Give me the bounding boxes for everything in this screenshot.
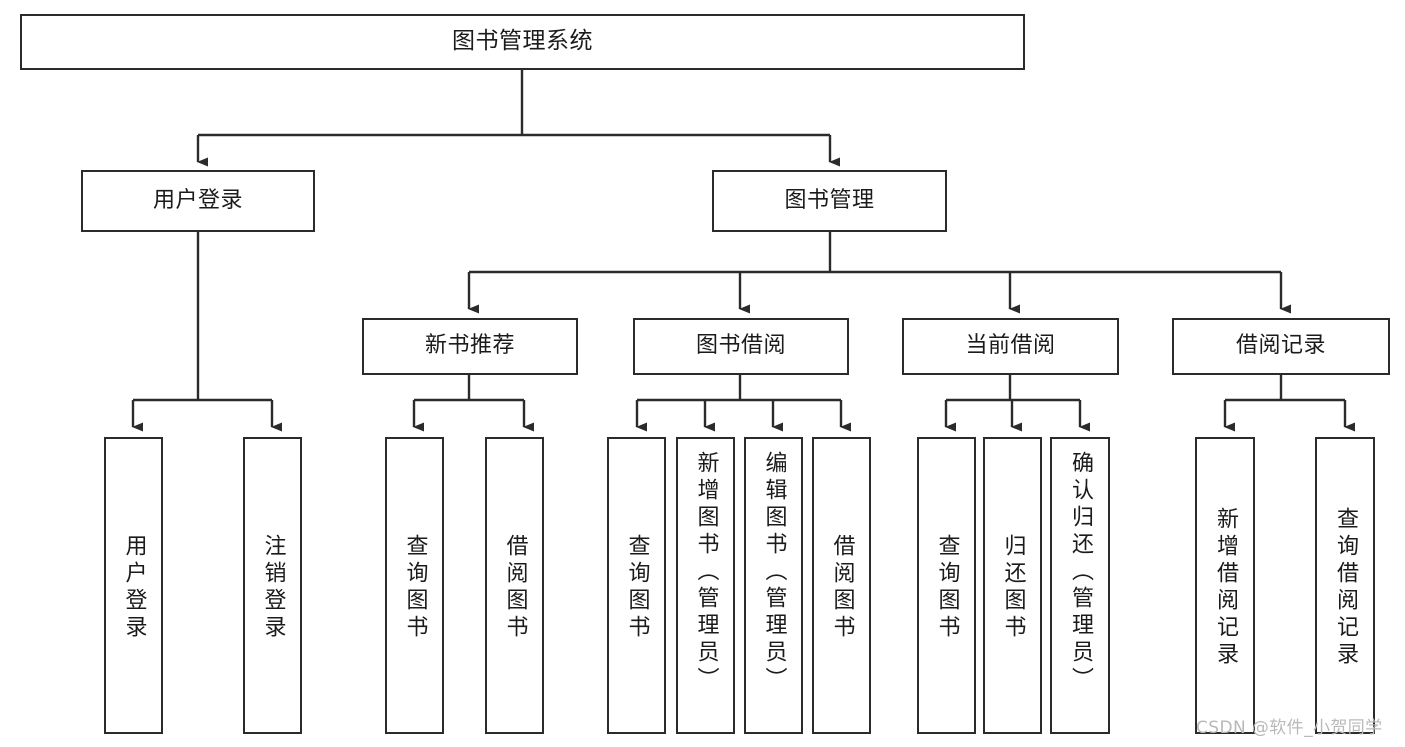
- node-label: 用户登录: [121, 533, 147, 642]
- node-label: 归还图书: [1000, 533, 1026, 642]
- leaf-current-confirm-return-admin[interactable]: 确认归还（管理员）: [1050, 437, 1110, 734]
- node-label: 查询图书: [402, 533, 428, 642]
- node-label: 借阅图书: [502, 533, 528, 642]
- node-book-management[interactable]: 图书管理: [712, 170, 947, 232]
- node-label: 查询图书: [934, 533, 960, 642]
- node-label: 用户登录: [152, 187, 243, 213]
- node-label: 新增图书（管理员）: [693, 451, 719, 694]
- node-label: 当前借阅: [965, 333, 1056, 359]
- node-label: 编辑图书（管理员）: [761, 451, 787, 694]
- leaf-current-query-book[interactable]: 查询图书: [917, 437, 976, 734]
- node-current-borrow[interactable]: 当前借阅: [902, 318, 1119, 375]
- node-label: 图书管理: [784, 187, 875, 213]
- leaf-record-add-borrow-record[interactable]: 新增借阅记录: [1195, 437, 1255, 734]
- leaf-user-login-signout[interactable]: 注销登录: [243, 437, 302, 734]
- leaf-borrow-query-book[interactable]: 查询图书: [607, 437, 666, 734]
- node-label: 借阅记录: [1235, 333, 1326, 359]
- node-user-login[interactable]: 用户登录: [81, 170, 315, 232]
- leaf-borrow-add-book-admin[interactable]: 新增图书（管理员）: [676, 437, 735, 734]
- leaf-user-login-signin[interactable]: 用户登录: [104, 437, 163, 734]
- node-label: 注销登录: [260, 533, 286, 642]
- leaf-borrow-borrow-book[interactable]: 借阅图书: [812, 437, 871, 734]
- node-new-book-recommend[interactable]: 新书推荐: [362, 318, 578, 375]
- node-label: 借阅图书: [829, 533, 855, 642]
- node-label: 图书借阅: [695, 333, 786, 359]
- node-label: 新增借阅记录: [1213, 506, 1238, 669]
- node-borrow-record[interactable]: 借阅记录: [1172, 318, 1390, 375]
- node-label: 图书管理系统: [452, 28, 593, 55]
- leaf-recommend-query-book[interactable]: 查询图书: [385, 437, 444, 734]
- node-label: 确认归还（管理员）: [1068, 451, 1093, 694]
- leaf-current-return-book[interactable]: 归还图书: [983, 437, 1042, 734]
- csdn-watermark: CSDN @软件_小贺同学: [1196, 718, 1383, 738]
- leaf-record-query-borrow-record[interactable]: 查询借阅记录: [1315, 437, 1375, 734]
- node-label: 新书推荐: [424, 333, 515, 359]
- leaf-borrow-edit-book-admin[interactable]: 编辑图书（管理员）: [744, 437, 803, 734]
- node-label: 查询借阅记录: [1333, 506, 1358, 669]
- node-book-management-system[interactable]: 图书管理系统: [20, 14, 1025, 70]
- leaf-recommend-borrow-book[interactable]: 借阅图书: [485, 437, 544, 734]
- node-book-borrow[interactable]: 图书借阅: [633, 318, 849, 375]
- node-label: 查询图书: [624, 533, 650, 642]
